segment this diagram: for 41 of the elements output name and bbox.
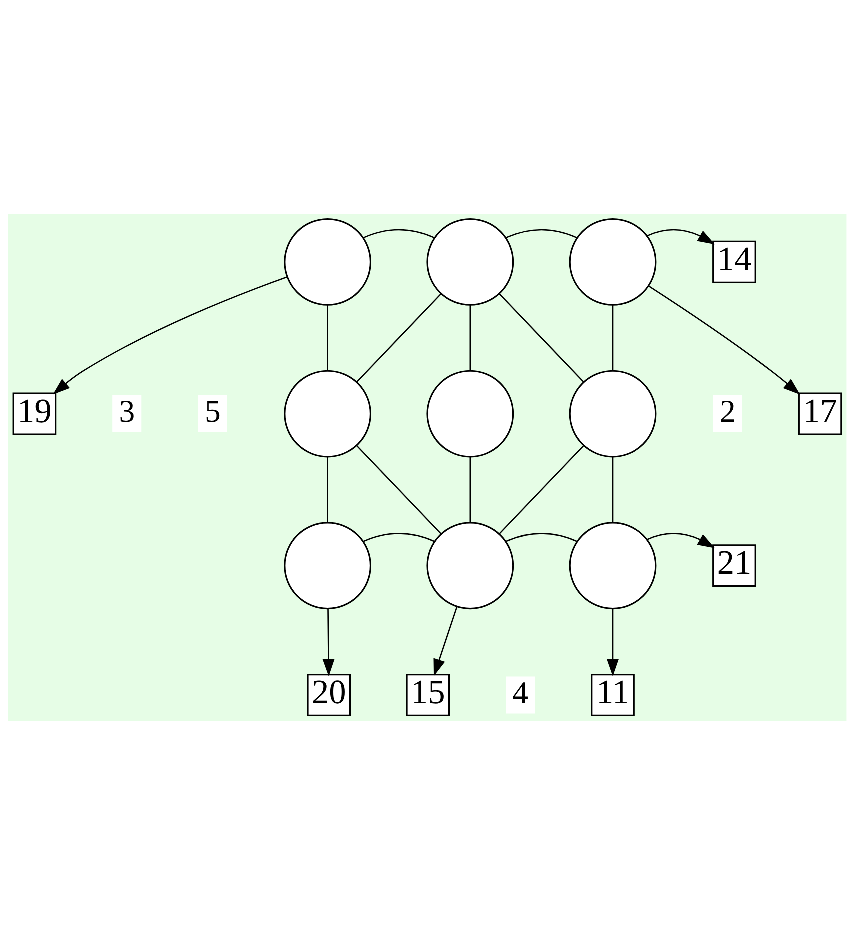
node-box: 14 — [712, 240, 756, 283]
connector — [506, 228, 578, 238]
connector — [363, 532, 435, 542]
arrow — [322, 608, 335, 676]
arrow — [53, 276, 288, 394]
node-circle — [426, 522, 514, 610]
node-circle — [569, 522, 657, 610]
node-box: 17 — [798, 392, 842, 435]
connector — [612, 304, 614, 371]
node-box: 21 — [712, 544, 756, 587]
node-circle — [284, 218, 372, 306]
node-circle — [426, 370, 514, 458]
arrow — [648, 285, 800, 394]
node-circle — [284, 522, 372, 610]
connector — [506, 532, 578, 542]
connector — [470, 304, 472, 371]
node-circle — [569, 370, 657, 458]
node-box: 11 — [591, 674, 635, 716]
node-circle — [569, 218, 657, 306]
node-circle — [426, 218, 514, 306]
node-circle — [284, 370, 372, 458]
connector — [356, 293, 442, 382]
arrow — [606, 608, 620, 676]
connector — [499, 293, 584, 382]
arrow — [646, 228, 716, 244]
connector — [499, 444, 584, 534]
node-box: 19 — [12, 392, 57, 435]
connector — [356, 444, 442, 534]
connector — [327, 304, 328, 371]
label: 5 — [205, 394, 221, 429]
connector — [363, 228, 435, 238]
node-box: 15 — [406, 674, 450, 716]
node-box: 20 — [307, 674, 352, 716]
label: 4 — [512, 674, 529, 710]
connector — [470, 456, 472, 522]
arrow — [434, 606, 458, 676]
arrow — [646, 532, 716, 548]
label: 2 — [720, 394, 736, 429]
connector — [612, 456, 614, 522]
label: 3 — [119, 394, 136, 429]
connector — [327, 456, 328, 522]
